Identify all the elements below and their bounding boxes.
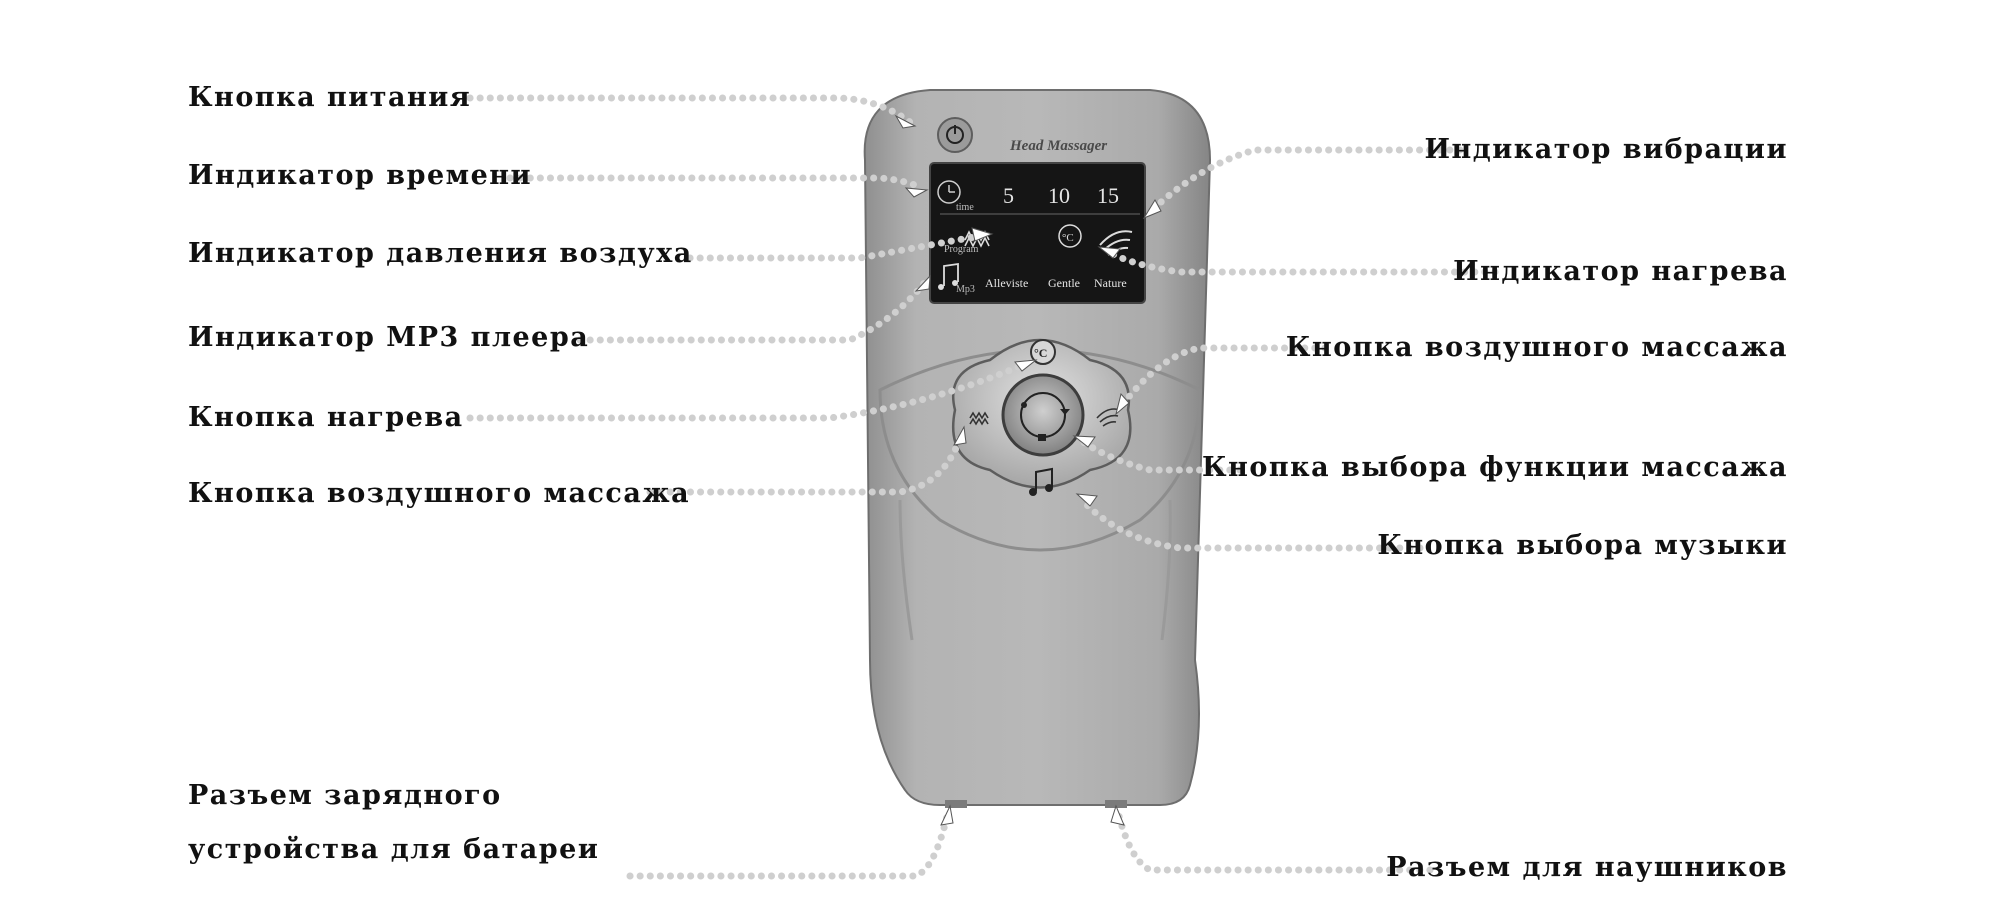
arrowhead-heat-indicator bbox=[1097, 246, 1121, 259]
time-value-5: 5 bbox=[1003, 183, 1014, 208]
program-caption: Program bbox=[944, 244, 979, 255]
arrowhead-air-left bbox=[953, 425, 967, 446]
heat-button-symbol: °C bbox=[1034, 346, 1047, 360]
arrowhead-massage-function bbox=[1072, 435, 1096, 448]
time-caption: time bbox=[956, 202, 974, 213]
mode-alleviste: Alleviste bbox=[985, 276, 1028, 290]
clock-icon bbox=[937, 180, 961, 204]
arrowhead-vibration bbox=[1142, 199, 1162, 220]
leader-air-left bbox=[646, 429, 966, 496]
arrowhead-charger bbox=[940, 804, 954, 826]
time-value-10: 10 bbox=[1048, 183, 1070, 208]
music-button[interactable] bbox=[1029, 467, 1053, 496]
leader-headphone bbox=[1114, 808, 1434, 874]
arrowhead-heat-button bbox=[1014, 359, 1038, 372]
arrowhead-headphone bbox=[1110, 804, 1125, 826]
arrowhead-air-pressure bbox=[971, 227, 994, 242]
brand-label: Head Massager bbox=[1009, 138, 1107, 154]
leader-music bbox=[1078, 496, 1424, 552]
music-note-icon bbox=[938, 262, 959, 290]
leader-power-button bbox=[466, 94, 914, 126]
label-mp3-indicator: Индикатор MP3 плеера bbox=[188, 322, 590, 353]
headphone-port bbox=[1105, 800, 1127, 808]
air-massage-button-left[interactable] bbox=[969, 411, 989, 426]
leader-arrowheads bbox=[894, 114, 1162, 826]
leader-air-right bbox=[1116, 344, 1329, 412]
heat-symbol-text: °C bbox=[1062, 232, 1074, 244]
mp3-caption: Mp3 bbox=[956, 284, 975, 295]
label-heat-indicator: Индикатор нагрева bbox=[1453, 256, 1788, 287]
leader-vibration bbox=[1146, 146, 1464, 216]
leader-time-indicator bbox=[506, 174, 926, 192]
time-value-15: 15 bbox=[1097, 183, 1119, 208]
label-power-button: Кнопка питания bbox=[188, 82, 472, 113]
label-headphone-jack: Разъем для наушников bbox=[1386, 852, 1788, 883]
label-massage-function-button: Кнопка выбора функции массажа bbox=[1202, 452, 1788, 483]
mode-gentle: Gentle bbox=[1048, 276, 1080, 290]
leader-charger bbox=[626, 808, 952, 880]
heat-button[interactable] bbox=[1030, 339, 1056, 365]
charger-port bbox=[945, 800, 967, 808]
label-air-pressure-indicator: Индикатор давления воздуха bbox=[188, 238, 693, 269]
power-button[interactable] bbox=[937, 117, 973, 153]
arrowhead-power bbox=[894, 114, 917, 129]
label-charger-line1: Разъем зарядного bbox=[188, 780, 502, 811]
leader-air-pressure bbox=[686, 231, 989, 262]
label-time-indicator: Индикатор времени bbox=[188, 160, 533, 191]
heat-indicator-icon bbox=[1058, 224, 1082, 248]
mode-nature: Nature bbox=[1094, 276, 1127, 290]
arrowhead-mp3 bbox=[914, 274, 931, 292]
label-vibration-indicator: Индикатор вибрации bbox=[1424, 134, 1788, 165]
arrowhead-air-right bbox=[1115, 392, 1130, 416]
label-charger-line2: устройства для батареи bbox=[188, 834, 600, 865]
arrowhead-music bbox=[1075, 493, 1098, 507]
label-heat-button: Кнопка нагрева bbox=[188, 402, 464, 433]
label-air-massage-button-right: Кнопка воздушного массажа bbox=[1285, 332, 1788, 363]
leader-heat-button bbox=[466, 358, 1034, 422]
arrowhead-time bbox=[904, 187, 929, 198]
label-music-button: Кнопка выбора музыки bbox=[1377, 530, 1788, 561]
label-air-massage-button-left: Кнопка воздушного массажа bbox=[188, 478, 691, 509]
massage-function-button[interactable] bbox=[1001, 373, 1085, 457]
